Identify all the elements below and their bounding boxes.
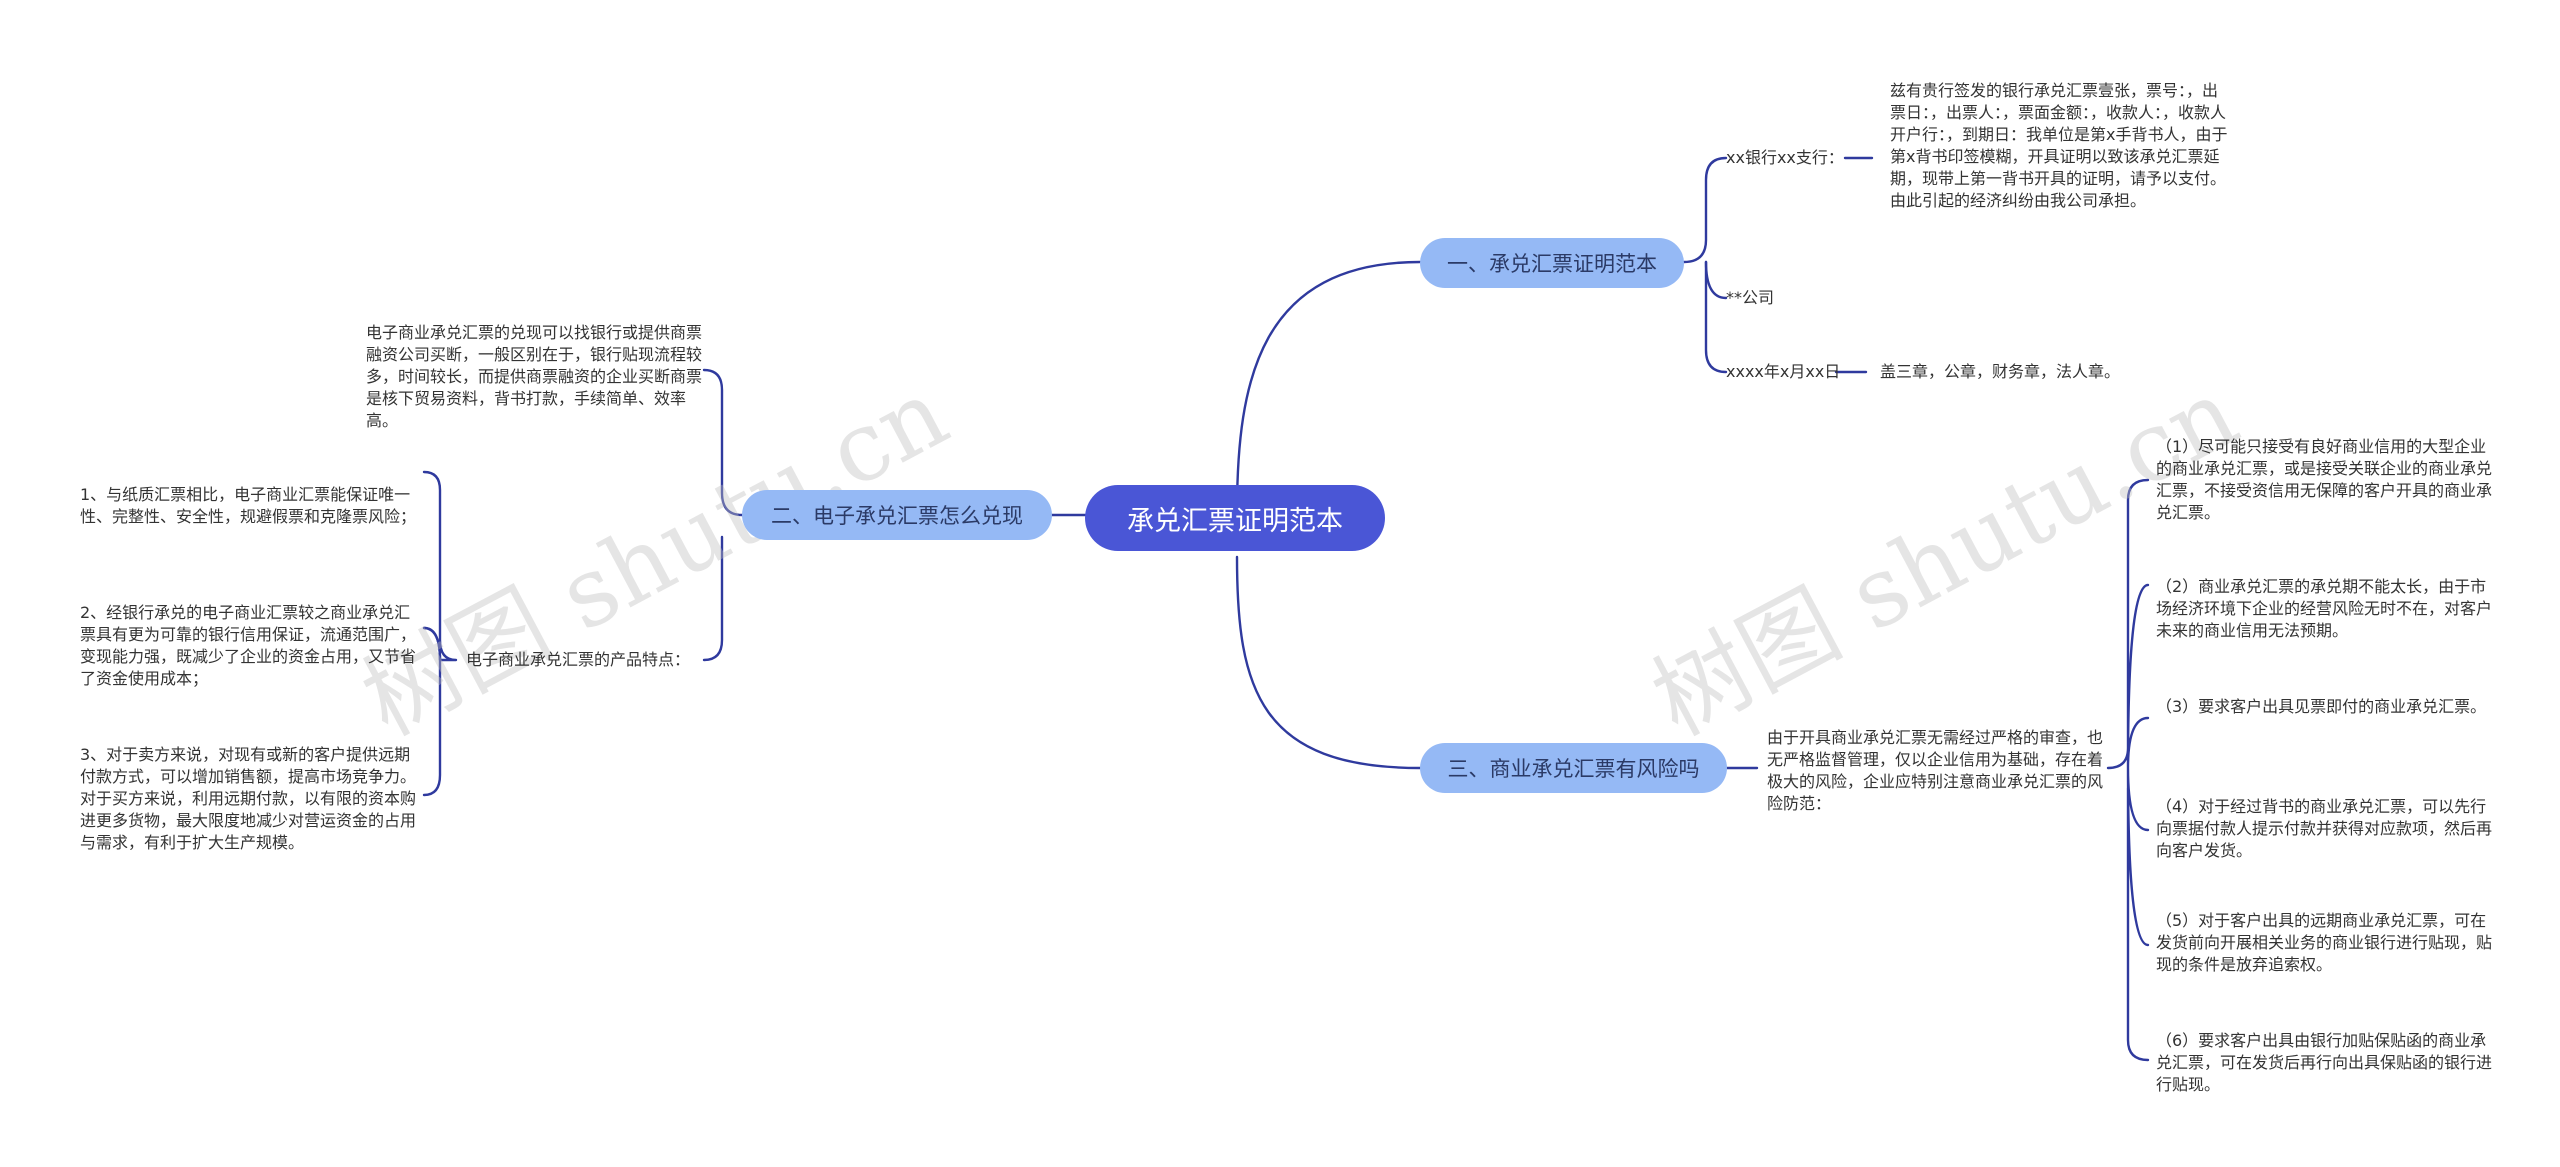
- feature-item-1: 1、与纸质汇票相比，电子商业汇票能保证唯一性、完整性、安全性，规避假票和克隆票风…: [80, 485, 417, 526]
- link-b2-features-bracket: [422, 470, 458, 797]
- root-node[interactable]: 承兑汇票证明范本: [1085, 485, 1385, 551]
- company-label: **公司: [1726, 288, 1775, 307]
- link-b2-feat2: [422, 626, 442, 662]
- link-root-branch3: [1235, 555, 1422, 770]
- risk-item-1: （1）尽可能只接受有良好商业信用的大型企业的商业承兑汇票，或是接受关联企业的商业…: [2156, 437, 2493, 522]
- bank-text: 兹有贵行签发的银行承兑汇票壹张，票号：，出票日：，出票人：，票面金额：，收款人：…: [1890, 81, 2228, 210]
- link-b1-bracket: [1682, 156, 1728, 374]
- risk-item-5: （5）对于客户出具的远期商业承兑汇票，可在发货前向开展相关业务的商业银行进行贴现…: [2156, 911, 2493, 974]
- redeem-intro-text: 电子商业承兑汇票的兑现可以找银行或提供商票融资公司买断，一般区别在于，银行贴现流…: [366, 323, 703, 430]
- risk-item-2: （2）商业承兑汇票的承兑期不能太长，由于市场经济环境下企业的经营风险无时不在，对…: [2156, 577, 2493, 640]
- feature-item-2: 2、经银行承兑的电子商业汇票较之商业承兑汇票具有更为可靠的银行信用保证，流通范围…: [80, 603, 417, 688]
- date-label: xxxx年x月xx日: [1726, 362, 1841, 381]
- risk-item-3: （3）要求客户出具见票即付的商业承兑汇票。: [2156, 697, 2487, 716]
- features-label: 电子商业承兑汇票的产品特点：: [466, 650, 691, 669]
- branch-node-1[interactable]: 一、承兑汇票证明范本: [1420, 238, 1684, 288]
- risk-item-4: （4）对于经过背书的商业承兑汇票，可以先行向票据付款人提示付款并获得对应款项，然…: [2156, 797, 2493, 860]
- feature-item-3: 3、对于卖方来说，对现有或新的客户提供远期付款方式，可以增加销售额，提高市场竞争…: [80, 745, 417, 852]
- link-b3-bracket: [2106, 478, 2150, 1062]
- branch-node-2[interactable]: 二、电子承兑汇票怎么兑现: [742, 490, 1052, 540]
- risk-item-6: （6）要求客户出具由银行加贴保贴函的商业承兑汇票，可在发货后再行向出具保贴函的银…: [2156, 1031, 2493, 1094]
- branch-node-3[interactable]: 三、商业承兑汇票有风险吗: [1420, 743, 1727, 793]
- link-root-branch1: [1235, 260, 1422, 515]
- seal-text: 盖三章，公章，财务章，法人章。: [1880, 362, 2121, 381]
- link-b1-company: [1704, 260, 1728, 300]
- link-b2-bracket: [702, 368, 744, 662]
- bank-label: xx银行xx支行：: [1726, 148, 1844, 167]
- risk-intro-text: 由于开具商业承兑汇票无需经过严格的审查，也无严格监督管理，仅以企业信用为基础，存…: [1767, 728, 2104, 813]
